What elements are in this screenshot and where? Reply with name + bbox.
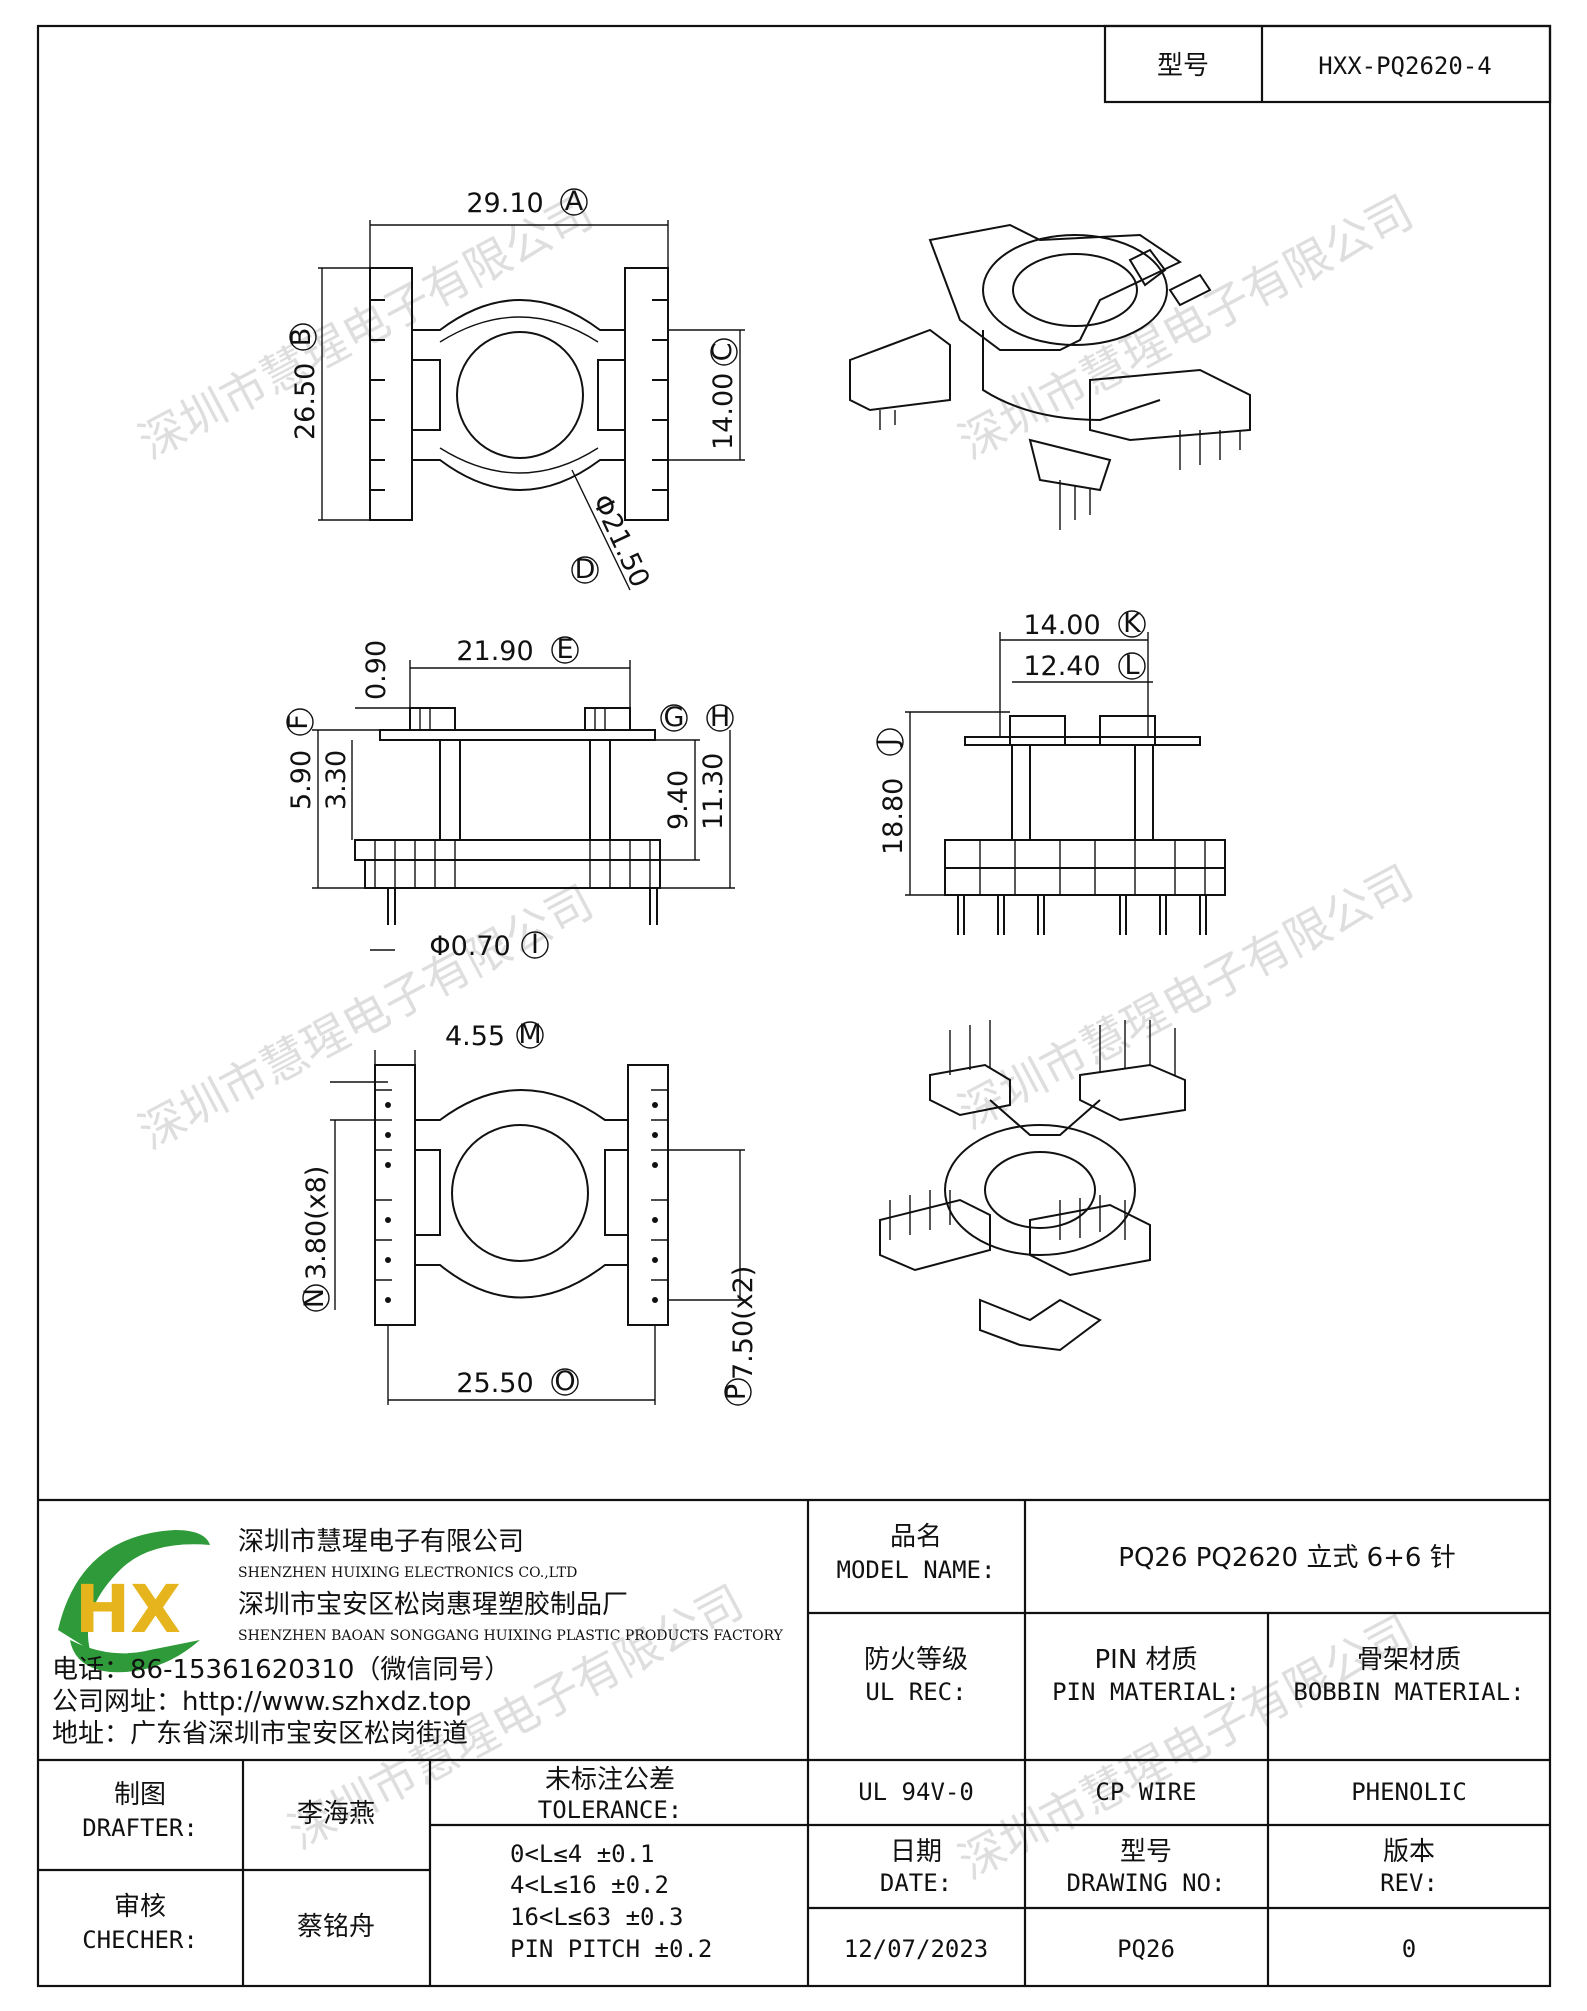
company-name-en: SHENZHEN HUIXING ELECTRONICS CO.,LTD: [238, 1565, 577, 1581]
pin-label-cn: PIN 材质: [1094, 1645, 1197, 1675]
company-phone: 电话：86-15361620310（微信同号）: [52, 1655, 510, 1685]
company-website: 公司网址：http://www.szhxdz.top: [52, 1687, 471, 1717]
drawing-label-en: DRAWING NO:: [1067, 1869, 1226, 1897]
dim-i: Φ0.70: [429, 931, 510, 962]
dim-a: 29.10: [466, 188, 543, 219]
company-address: 地址：广东省深圳市宝安区松岗街道: [52, 1719, 468, 1749]
dim-n-tag: N: [299, 1288, 330, 1308]
drafter-name: 李海燕: [297, 1799, 375, 1829]
isometric-view-top: [849, 223, 1251, 530]
dim-d-tag: D: [575, 554, 596, 585]
dim-o: 25.50: [456, 1368, 533, 1399]
ul-value: UL 94V-0: [858, 1778, 974, 1806]
tolerance-row-3: 16<L≤63 ±0.3: [510, 1903, 683, 1931]
logo-text: HX: [75, 1571, 181, 1648]
factory-name-cn: 深圳市宝安区松岗惠瑆塑胶制品厂: [238, 1590, 628, 1620]
company-logo: HX: [58, 1530, 210, 1673]
model-value: HXX-PQ2620-4: [1318, 52, 1491, 80]
dim-c: 14.00: [708, 373, 739, 450]
model-name-label-cn: 品名: [890, 1522, 942, 1552]
drawing-value: PQ26: [1117, 1935, 1175, 1963]
dim-f-tag: F: [283, 714, 314, 730]
dim-k: 14.00: [1023, 610, 1100, 641]
dim-h: 11.30: [698, 753, 729, 830]
factory-name-en: SHENZHEN BAOAN SONGGANG HUIXING PLASTIC …: [238, 1628, 784, 1644]
dim-b: 26.50: [290, 363, 321, 440]
pin-label-en: PIN MATERIAL:: [1052, 1678, 1240, 1706]
checker-label-en: CHECHER:: [82, 1926, 198, 1954]
dim-e: 21.90: [456, 636, 533, 667]
pin-value: CP WIRE: [1095, 1778, 1196, 1806]
watermark: 深圳市慧瑆电子有限公司: [130, 874, 602, 1159]
dim-l-tag: L: [1124, 650, 1139, 681]
dim-f: 5.90: [286, 750, 317, 810]
checker-label-cn: 审核: [114, 1892, 166, 1922]
model-name-value: PQ26 PQ2620 立式 6+6 针: [1118, 1543, 1455, 1573]
side-view: 21.90 E 0.90 5.90 F 3.30 9.40 11.30 G H …: [283, 634, 735, 962]
tolerance-row-4: PIN PITCH ±0.2: [510, 1935, 712, 1963]
dim-a-tag: A: [565, 186, 584, 217]
date-label-cn: 日期: [890, 1837, 942, 1867]
tolerance-row-2: 4<L≤16 ±0.2: [510, 1871, 669, 1899]
dim-h-tag: H: [710, 702, 730, 733]
bobbin-label-cn: 骨架材质: [1357, 1645, 1461, 1675]
dim-g: 9.40: [663, 770, 694, 830]
dim-f2: 3.30: [321, 750, 352, 810]
header-box: 型号 HXX-PQ2620-4: [1103, 24, 1552, 104]
dim-g-tag: G: [664, 702, 685, 733]
dim-i-tag: I: [531, 929, 539, 960]
drafter-label-cn: 制图: [114, 1780, 166, 1810]
dim-o-tag: O: [554, 1366, 575, 1397]
dim-n: 3.80(x8): [301, 1166, 332, 1280]
rev-value: 0: [1402, 1935, 1416, 1963]
dim-e-top: 0.90: [361, 640, 392, 700]
outer-frame: [36, 24, 1552, 1988]
rev-label-en: REV:: [1380, 1869, 1438, 1897]
model-name-label-en: MODEL NAME:: [837, 1556, 996, 1584]
dim-l: 12.40: [1023, 651, 1100, 682]
company-info: 深圳市慧瑆电子有限公司 SHENZHEN HUIXING ELECTRONICS…: [52, 1527, 784, 1749]
ul-label-cn: 防火等级: [864, 1645, 968, 1675]
title-block: [38, 1498, 1550, 1986]
tolerance-label-en: TOLERANCE:: [538, 1796, 683, 1824]
ul-label-en: UL REC:: [865, 1678, 966, 1706]
date-label-en: DATE:: [880, 1869, 952, 1897]
company-name-cn: 深圳市慧瑆电子有限公司: [238, 1527, 524, 1557]
dim-m: 4.55: [445, 1021, 505, 1052]
isometric-view-bottom: [879, 1020, 1186, 1352]
dim-c-tag: C: [707, 343, 738, 362]
dim-b-tag: B: [286, 328, 317, 347]
dim-p-tag: P: [721, 1384, 752, 1400]
dim-e-tag: E: [556, 634, 573, 665]
dim-j: 18.80: [878, 778, 909, 855]
tolerance-label-cn: 未标注公差: [545, 1765, 675, 1795]
watermark: 深圳市慧瑆电子有限公司: [950, 184, 1422, 469]
bobbin-value: PHENOLIC: [1351, 1778, 1467, 1806]
front-view: 14.00 K 12.40 L 18.80 J: [873, 608, 1226, 935]
checker-name: 蔡铭舟: [297, 1912, 375, 1942]
bobbin-label-en: BOBBIN MATERIAL:: [1293, 1678, 1524, 1706]
drafter-label-en: DRAFTER:: [82, 1814, 198, 1842]
watermark: 深圳市慧瑆电子有限公司: [130, 184, 602, 469]
dim-j-tag: J: [873, 738, 904, 748]
dim-m-tag: M: [518, 1019, 541, 1050]
title-block-texts: 品名 MODEL NAME: PQ26 PQ2620 立式 6+6 针 防火等级…: [82, 1522, 1524, 1963]
rev-label-cn: 版本: [1383, 1837, 1435, 1867]
drawing-label-cn: 型号: [1120, 1837, 1172, 1867]
model-label: 型号: [1157, 51, 1209, 81]
bottom-view: 4.55 M 3.80(x8) N 25.50 O 7.50(x2) P: [299, 1019, 759, 1406]
date-value: 12/07/2023: [844, 1935, 989, 1963]
dim-p: 7.50(x2): [728, 1266, 759, 1380]
tolerance-row-1: 0<L≤4 ±0.1: [510, 1840, 655, 1868]
dim-k-tag: K: [1123, 608, 1142, 639]
